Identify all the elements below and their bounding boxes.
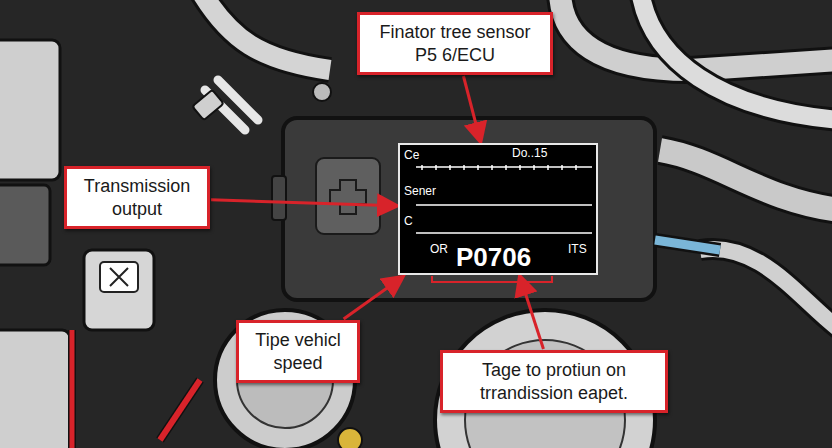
callout-arrow <box>344 278 402 319</box>
fault-code: P0706 <box>456 243 531 273</box>
screen-text: Sener <box>404 185 436 199</box>
callout-arrow <box>463 76 480 140</box>
callout-box: Transmission output <box>64 166 210 229</box>
callout-text: Transmission output <box>77 175 197 220</box>
callout-box: Tage to protiun on trrandission eapet. <box>440 350 668 413</box>
callout-box: Finator tree sensor P5 6/ECU <box>357 12 553 75</box>
screen-text: OR <box>430 243 448 257</box>
callout-arrow <box>520 278 543 349</box>
screen-text: C <box>404 215 413 229</box>
callout-text: Tipe vehicl speed <box>249 329 347 374</box>
screen-text: ITS <box>568 243 587 257</box>
callout-box: Tipe vehicl speed <box>236 320 360 383</box>
screen-text: Ce <box>404 149 419 163</box>
screen-text: Do..15 <box>512 147 547 161</box>
callout-arrow <box>211 200 395 206</box>
callout-text: Tage to protiun on trrandission eapet. <box>453 359 655 404</box>
callout-text: Finator tree sensor P5 6/ECU <box>370 21 540 66</box>
diagnostic-screen: Ce Do..15SenerC OR ITS P0706 <box>398 143 598 275</box>
